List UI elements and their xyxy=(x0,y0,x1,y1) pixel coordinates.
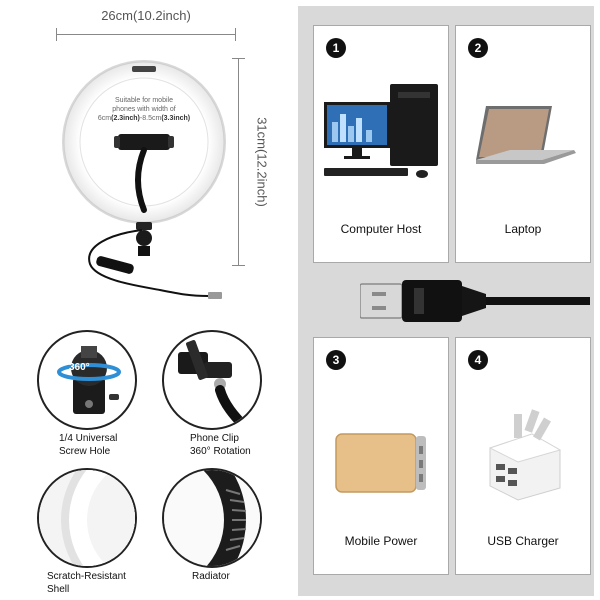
phone-clip-icon xyxy=(178,340,251,428)
card-computer-host: 1 Computer Host xyxy=(313,25,449,263)
feature-caption-line2: Screw Hole xyxy=(59,446,111,457)
feature-caption-line2: Shell xyxy=(47,584,70,595)
feature-phone-clip: Phone Clip 360° Rotation xyxy=(162,330,262,457)
card-usb-charger: 4 USB Charger xyxy=(455,337,591,575)
feature-scratch-resistant-shell: Scratch-Resistant Shell xyxy=(37,468,137,595)
usb-plug-icon xyxy=(360,280,590,322)
card-number-badge: 4 xyxy=(468,350,488,370)
ring-mount-note: Suitable for mobile phones with width of… xyxy=(97,97,191,122)
power-bank-icon xyxy=(335,433,426,493)
feature-caption-line1: Phone Clip xyxy=(190,433,239,444)
height-dimension-label: 31cm(12.2inch) xyxy=(254,117,270,207)
feature-caption-line2: 360° Rotation xyxy=(190,446,251,457)
feature-caption-line1: Scratch-Resistant xyxy=(47,571,126,582)
radiator-icon xyxy=(164,470,260,566)
usb-charger-icon xyxy=(488,409,562,501)
card-label: Computer Host xyxy=(340,222,422,236)
width-dimension-label: 26cm(10.2inch) xyxy=(101,8,191,23)
card-label: Laptop xyxy=(504,222,542,236)
feature-screw-hole: 360° 1/4 Universal Screw Hole xyxy=(37,330,137,457)
laptop-icon xyxy=(476,106,576,164)
rotation-badge: 360° xyxy=(69,362,90,373)
card-laptop: 2 Laptop xyxy=(455,25,591,263)
feature-caption-line1: 1/4 Universal xyxy=(59,433,118,444)
width-dimension-line xyxy=(56,28,236,41)
card-number-badge: 3 xyxy=(326,350,346,370)
card-label: Mobile Power xyxy=(344,534,418,548)
feature-radiator: Radiator xyxy=(162,468,262,582)
ball-head-mount-icon xyxy=(57,346,121,414)
height-dimension-line xyxy=(232,58,245,266)
ring-light-illustration xyxy=(62,60,226,299)
card-mobile-power: 3 Mobile Power xyxy=(313,337,449,575)
card-label: USB Charger xyxy=(487,534,559,548)
desktop-computer-icon xyxy=(324,84,438,178)
feature-caption-line1: Radiator xyxy=(192,571,230,582)
card-number-badge: 1 xyxy=(326,38,346,58)
ring-shell-icon xyxy=(39,470,135,566)
card-number-badge: 2 xyxy=(468,38,488,58)
